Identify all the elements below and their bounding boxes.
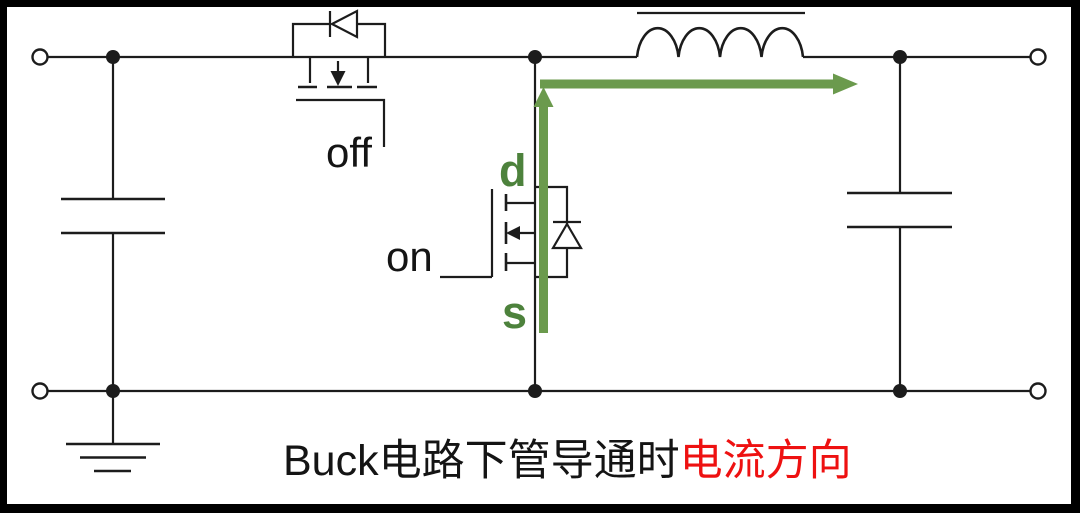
- caption-red-text: 电流方向: [679, 437, 852, 485]
- ground-symbol: [66, 391, 160, 473]
- current-arrow-right: [540, 73, 858, 95]
- output-capacitor: [847, 57, 952, 391]
- inductor: [635, 11, 805, 58]
- input-terminal-negative: [31, 382, 49, 400]
- low-side-mosfet: [440, 185, 583, 279]
- source-pin-label: s: [502, 287, 528, 338]
- substrate-arrow-icon: [506, 226, 520, 240]
- high-side-body-diode: [291, 9, 387, 57]
- caption: Buck电路下管导通时电流方向: [283, 440, 852, 483]
- drain-pin-label: d: [499, 145, 527, 196]
- low-side-state-label: on: [386, 233, 433, 280]
- junction-dots: [106, 50, 907, 398]
- high-side-mosfet: [291, 9, 387, 147]
- output-terminal-negative: [1029, 382, 1047, 400]
- terminals: [31, 48, 1047, 400]
- caption-black-text: Buck电路下管导通时: [283, 437, 680, 485]
- current-arrow-up: [533, 87, 554, 333]
- output-terminal-positive: [1029, 48, 1047, 66]
- high-side-state-label: off: [326, 129, 372, 176]
- input-terminal-positive: [31, 48, 49, 66]
- input-capacitor: [61, 57, 165, 391]
- high-side-gate: [296, 98, 386, 147]
- substrate-arrow-icon: [330, 71, 346, 86]
